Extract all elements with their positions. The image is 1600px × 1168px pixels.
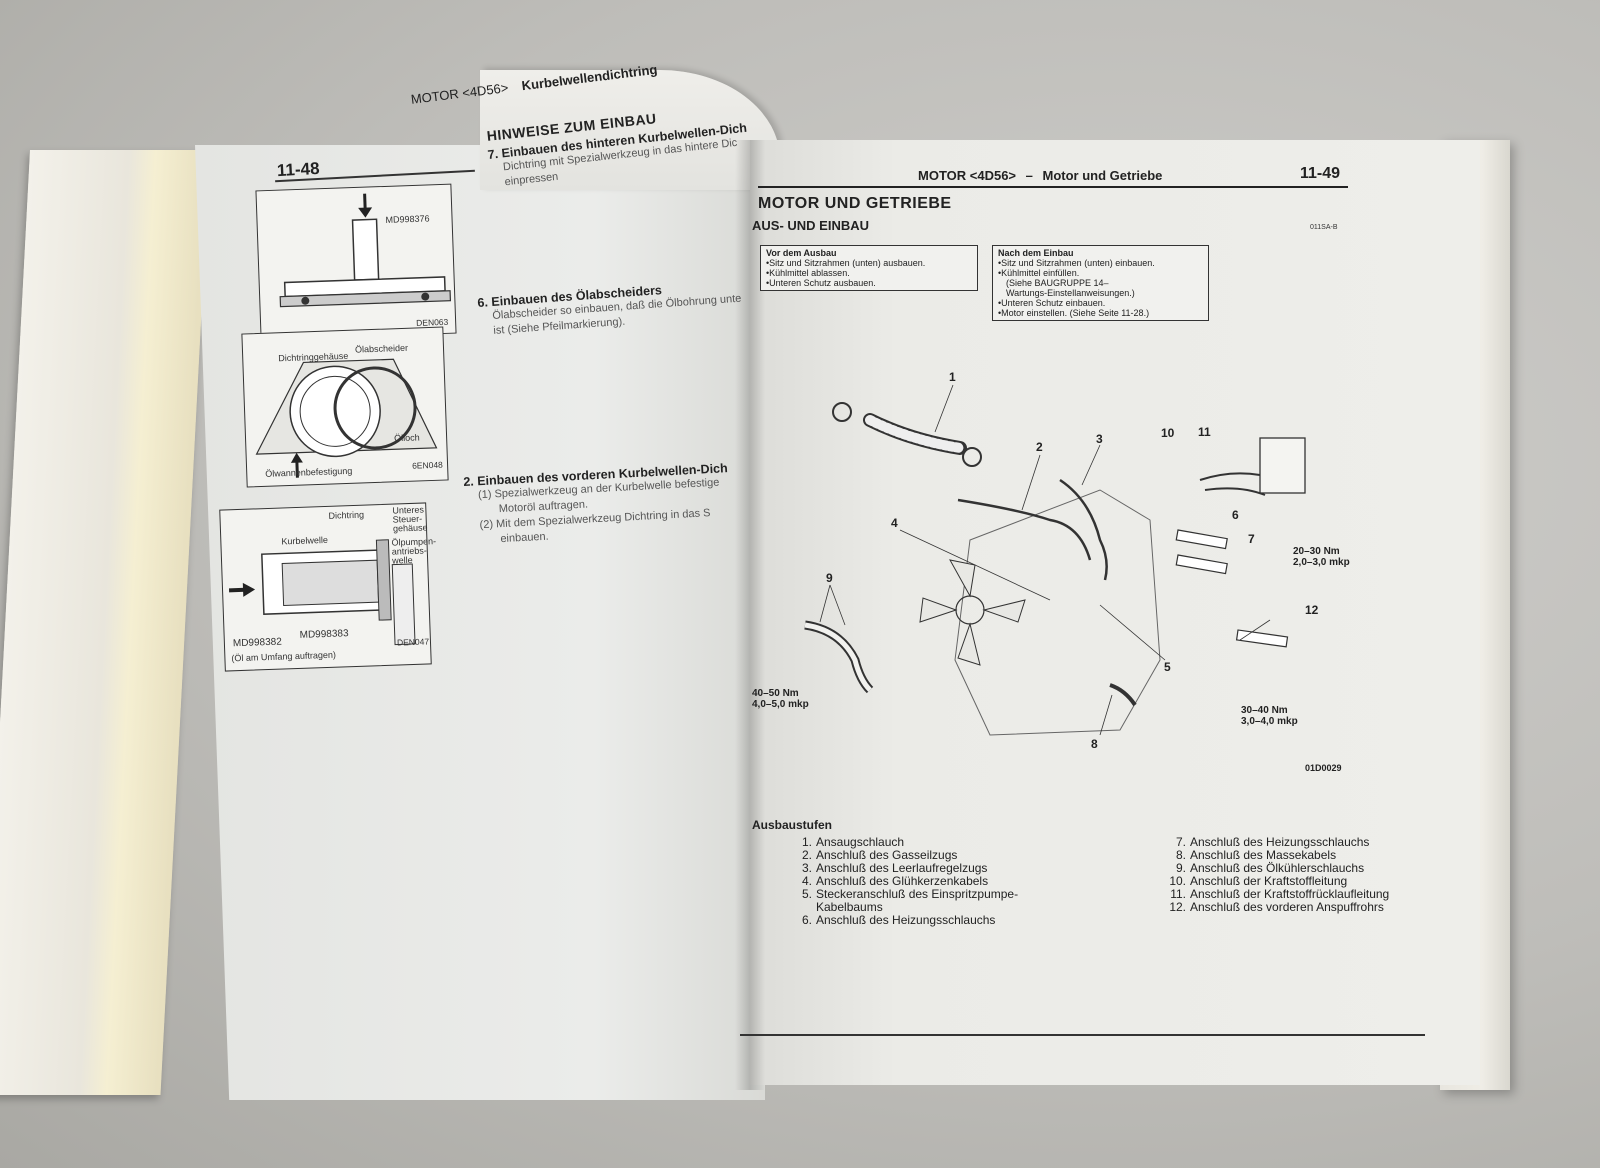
box-item: •Unteren Schutz ausbauen. xyxy=(766,278,876,288)
figure-code: DEN047 xyxy=(396,636,430,648)
removal-steps-list-right: 7.Anschluß des Heizungsschlauchs 8.Ansch… xyxy=(1164,836,1389,914)
torque-mkp: 4,0–5,0 mkp xyxy=(752,699,809,710)
part-number: 10 xyxy=(1161,426,1175,440)
tool-label: MD998376 xyxy=(385,213,430,225)
part-number: 2 xyxy=(1036,440,1043,454)
part-number: 9 xyxy=(826,571,833,585)
right-page-subtitle: AUS- UND EINBAU xyxy=(752,218,869,233)
part-number: 6 xyxy=(1232,508,1239,522)
list-item: 9.Anschluß des Ölkühlerschlauchs xyxy=(1175,861,1365,875)
box-item: (Siehe BAUGRUPPE 14– xyxy=(1006,278,1109,288)
list-item: 5.Steckeranschluß des Einspritzpumpe- xyxy=(801,887,1019,901)
list-item: 10.Anschluß der Kraftstoffleitung xyxy=(1169,874,1348,888)
front-seal-illustration xyxy=(228,539,416,646)
list-item: 8.Anschluß des Massekabels xyxy=(1175,848,1337,862)
list-item: 6.Anschluß des Heizungsschlauchs xyxy=(801,913,996,927)
figure-oil-separator: Dichtringgehäuse Ölabscheider Ölloch Ölw… xyxy=(241,326,449,488)
left-page-curl xyxy=(480,70,780,190)
list-item: 4.Anschluß des Glühkerzenkabels xyxy=(801,874,989,888)
engine-exploded-diagram: 1 2 3 4 5 6 7 8 9 10 11 12 20–30 Nm 2,0–… xyxy=(752,360,1400,790)
box-item: •Unteren Schutz einbauen. xyxy=(998,298,1106,308)
figure-tool-md998376: MD998376 DEN063 xyxy=(255,183,457,341)
fig-label: Unteres Steuer- gehäuse xyxy=(392,504,428,534)
box-item: •Kühlmittel ablassen. xyxy=(766,268,850,278)
torque-nm: 30–40 Nm xyxy=(1241,705,1288,716)
list-item: 3.Anschluß des Leerlaufregelzugs xyxy=(801,861,988,875)
box-item: Wartungs-Einstellanweisungen.) xyxy=(1006,288,1135,298)
right-header-rule xyxy=(758,186,1348,188)
reference-code: 011SA-B xyxy=(1310,224,1338,231)
part-number: 12 xyxy=(1305,603,1319,617)
right-header-separator: – xyxy=(1025,168,1033,183)
after-install-box: Nach dem Einbau •Sitz und Sitzrahmen (un… xyxy=(992,245,1209,321)
torque-mkp: 3,0–4,0 mkp xyxy=(1241,716,1298,727)
torque-spec: 20–30 Nm 2,0–3,0 mkp xyxy=(1293,546,1350,568)
torque-nm: 40–50 Nm xyxy=(752,688,799,699)
fig-label: Kurbelwelle xyxy=(281,534,329,547)
oil-separator-illustration xyxy=(255,358,438,478)
torque-mkp: 2,0–3,0 mkp xyxy=(1293,557,1350,568)
list-item: 7.Anschluß des Heizungsschlauchs xyxy=(1175,835,1370,849)
part-number: 11 xyxy=(1198,425,1211,439)
box-title: Nach dem Einbau xyxy=(998,248,1074,258)
part-number: 7 xyxy=(1248,532,1255,546)
part-number: 3 xyxy=(1096,432,1103,446)
box-item: •Sitz und Sitzrahmen (unten) einbauen. xyxy=(998,258,1155,268)
book-gutter xyxy=(735,140,765,1090)
torque-spec: 30–40 Nm 3,0–4,0 mkp xyxy=(1241,705,1298,727)
tool-illustration xyxy=(279,193,452,308)
fig-label: Ölloch xyxy=(393,432,420,444)
part-number: 8 xyxy=(1091,737,1098,751)
figure-front-seal: Dichtring Kurbelwelle Unteres Steuer- ge… xyxy=(219,502,437,672)
fig-label: Dichtring xyxy=(328,509,365,521)
left-step-2: 2. Einbauen des vorderen Kurbelwellen-Di… xyxy=(463,461,731,549)
diagram-code: 01D0029 xyxy=(1305,763,1342,773)
part-number: 1 xyxy=(949,370,956,384)
before-removal-box: Vor dem Ausbau •Sitz und Sitzrahmen (unt… xyxy=(760,245,978,291)
figure-code: 6EN048 xyxy=(411,459,443,471)
tool-label: MD998383 xyxy=(299,628,349,641)
torque-spec: 40–50 Nm 4,0–5,0 mkp xyxy=(752,688,809,710)
torque-nm: 20–30 Nm xyxy=(1293,546,1340,557)
right-page-title: MOTOR UND GETRIEBE xyxy=(758,195,952,212)
box-item: •Motor einstellen. (Siehe Seite 11-28.) xyxy=(998,308,1150,318)
right-page-number: 11-49 xyxy=(1300,165,1341,182)
right-header-title: MOTOR <4D56> xyxy=(918,168,1017,183)
right-page-bottom-rule xyxy=(740,1034,1425,1036)
fig-label: Ölpumpen- antriebs- welle xyxy=(391,536,437,566)
removal-steps-title: Ausbaustufen xyxy=(752,818,833,832)
engine-diagram-illustration xyxy=(804,384,1306,736)
list-item: 12.Anschluß des vorderen Anspuffrohrs xyxy=(1169,900,1384,914)
part-number: 4 xyxy=(891,516,898,530)
removal-steps-list-left: 1.Ansaugschlauch 2.Anschluß des Gasseilz… xyxy=(790,836,1018,927)
list-item: Kabelbaums xyxy=(816,900,883,914)
box-title: Vor dem Ausbau xyxy=(766,248,837,258)
box-item: •Sitz und Sitzrahmen (unten) ausbauen. xyxy=(766,258,926,268)
list-item: 11.Anschluß der Kraftstoffrücklaufleitun… xyxy=(1170,887,1390,901)
box-item: •Kühlmittel einfüllen. xyxy=(998,268,1080,278)
fig-label: Ölabscheider xyxy=(354,342,409,355)
list-item: 1.Ansaugschlauch xyxy=(801,835,905,849)
part-number: 5 xyxy=(1164,660,1171,674)
right-page-header: MOTOR <4D56> – Motor und Getriebe xyxy=(918,168,1162,183)
tool-label: MD998382 xyxy=(232,636,283,650)
list-item: 2.Anschluß des Gasseilzugs xyxy=(801,848,958,862)
right-header-subtitle: Motor und Getriebe xyxy=(1042,168,1163,183)
